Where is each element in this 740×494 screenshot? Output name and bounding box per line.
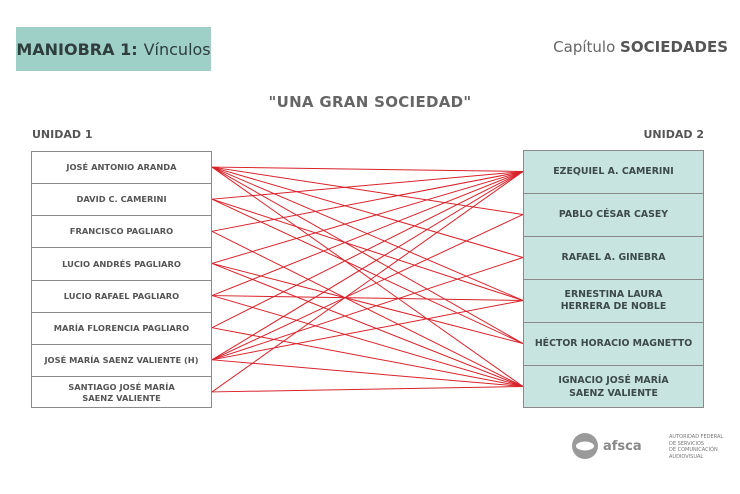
- link-line: [211, 257, 524, 361]
- unit1-member: JOSÉ MARÍA SAENZ VALIENTE (H): [32, 345, 211, 377]
- link-line: [211, 171, 524, 297]
- unit1-label: UNIDAD 1: [32, 128, 93, 141]
- link-line: [211, 262, 524, 387]
- badge-topic: Vínculos: [143, 39, 211, 59]
- unit2-member: IGNACIO JOSÉ MARÍA SAENZ VALIENTE: [558, 375, 669, 399]
- link-line: [211, 295, 524, 387]
- link-line: [211, 171, 524, 329]
- link-line: [211, 295, 524, 301]
- link-line: [211, 171, 524, 264]
- unit1-member: SANTIAGO JOSÉ MARÍA SAENZ VALIENTE: [68, 382, 175, 403]
- unit1-member: JOSÉ ANTONIO ARANDA: [32, 152, 211, 185]
- unit2-member: PABLO CÉSAR CASEY: [524, 194, 703, 237]
- chapter-prefix: Capítulo: [553, 38, 616, 56]
- link-line: [211, 171, 524, 393]
- afsca-logo: afsca: [571, 432, 642, 460]
- unit1-member: LUCIO RAFAEL PAGLIARO: [32, 281, 211, 313]
- afsca-wordmark: afsca: [603, 438, 642, 454]
- link-line: [211, 171, 524, 232]
- unit2-member: ERNESTINA LAURA HERRERA DE NOBLE: [524, 280, 703, 323]
- link-line: [211, 166, 524, 258]
- afsca-logo-icon: [572, 433, 598, 459]
- diagram-title: "UNA GRAN SOCIEDAD": [268, 93, 472, 111]
- link-line: [211, 327, 524, 387]
- link-line: [211, 171, 524, 361]
- badge-number: MANIOBRA 1:: [16, 39, 138, 59]
- link-line: [211, 386, 524, 393]
- link-line: [211, 214, 524, 361]
- unit2-member: RAFAEL A. GINEBRA: [524, 237, 703, 280]
- link-line: [211, 171, 524, 200]
- unit1-member: FRANCISCO PAGLIARO: [32, 216, 211, 249]
- unit2-member: EZEQUIEL A. CAMERINI: [524, 151, 703, 194]
- chapter-label: Capítulo SOCIEDADES: [553, 38, 728, 56]
- unit1-member: DAVID C. CAMERINI: [32, 184, 211, 217]
- unit2-label: UNIDAD 2: [643, 128, 705, 141]
- afsca-full-name: AUTORIDAD FEDERAL DE SERVICIOS DE COMUNI…: [669, 434, 724, 460]
- link-line: [211, 198, 524, 344]
- link-line: [211, 166, 524, 344]
- unit1-member: LUCIO ANDRÉS PAGLIARO: [32, 248, 211, 281]
- link-line: [211, 359, 524, 387]
- unit1-member: MARÍA FLORENCIA PAGLIARO: [32, 313, 211, 345]
- link-line: [211, 262, 524, 344]
- link-line: [211, 166, 524, 215]
- link-line: [211, 166, 524, 387]
- unit2-member: HÉCTOR HORACIO MAGNETTO: [524, 323, 703, 366]
- chapter-name: SOCIEDADES: [620, 38, 728, 56]
- link-line: [211, 300, 524, 361]
- maneuver-badge: MANIOBRA 1: Vínculos: [16, 27, 211, 71]
- link-line: [211, 166, 524, 172]
